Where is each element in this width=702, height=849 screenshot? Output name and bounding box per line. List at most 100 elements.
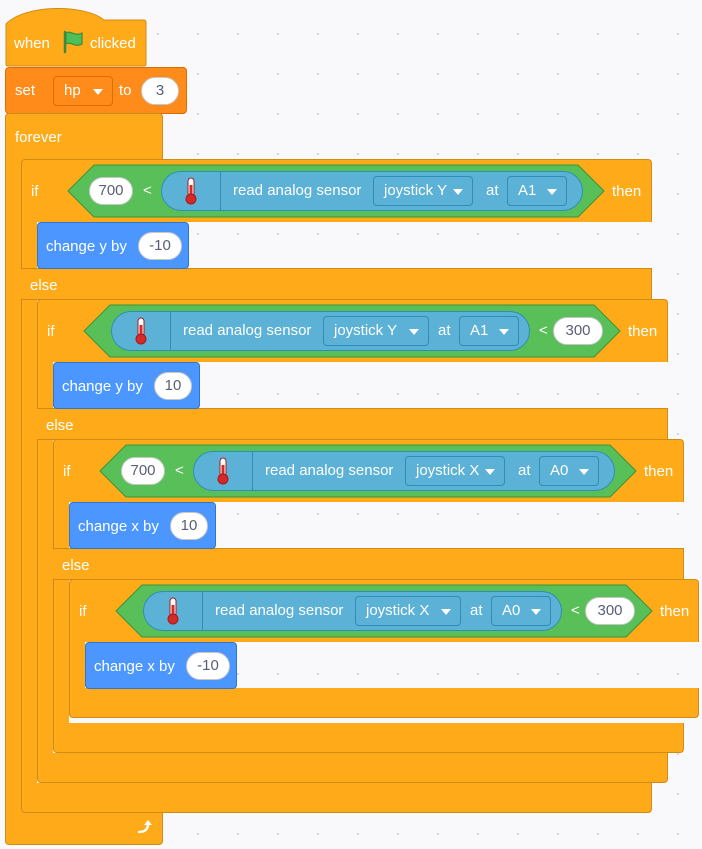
less-than-symbol: < xyxy=(571,602,580,619)
if-else-block-1-bottom[interactable] xyxy=(21,783,652,813)
else-label: else xyxy=(46,417,74,434)
if-else-block-1-arm xyxy=(21,221,37,784)
thermometer-icon xyxy=(194,452,253,490)
if-else-block-2-arm xyxy=(37,361,53,754)
then-label: then xyxy=(628,323,658,340)
sensor-dropdown[interactable]: joystick Y xyxy=(373,176,473,206)
if-label: if xyxy=(31,183,39,200)
sensor-dropdown[interactable]: joystick X xyxy=(355,596,461,626)
pin-dropdown[interactable]: A0 xyxy=(539,456,599,486)
change-x-label: change x by xyxy=(78,518,159,535)
if-else-block-2-else[interactable]: else xyxy=(37,408,668,440)
read-analog-sensor-block[interactable]: read analog sensor joystick X at A0 xyxy=(193,451,615,491)
loop-arrow-icon xyxy=(135,818,153,841)
then-label: then xyxy=(660,603,690,620)
thermometer-icon xyxy=(162,172,221,210)
forever-block-top[interactable]: forever xyxy=(5,113,163,160)
chevron-down-icon xyxy=(93,89,103,95)
change-x-label: change x by xyxy=(94,658,175,675)
read-analog-sensor-block[interactable]: read analog sensor joystick Y at A1 xyxy=(161,171,583,211)
sensor-name: joystick X xyxy=(416,462,480,479)
forever-block-arm xyxy=(5,159,22,817)
else-label: else xyxy=(30,277,58,294)
sensor-name: joystick Y xyxy=(384,182,448,199)
set-label: set xyxy=(15,82,36,99)
read-analog-sensor-block[interactable]: read analog sensor joystick Y at A1 xyxy=(111,311,530,351)
if-label: if xyxy=(63,463,71,480)
at-label: at xyxy=(518,462,531,479)
if-else-block-2-bottom[interactable] xyxy=(37,753,668,783)
left-operand-input[interactable]: 700 xyxy=(89,177,133,205)
chevron-down-icon xyxy=(409,329,419,335)
if-else-block-3-else[interactable]: else xyxy=(53,548,684,580)
chevron-down-icon xyxy=(579,469,589,475)
sensor-label: read analog sensor xyxy=(233,182,362,199)
if-else-block-3-arm xyxy=(53,501,69,724)
pin-name: A1 xyxy=(518,182,537,199)
pin-name: A1 xyxy=(470,322,489,339)
right-operand-input[interactable]: 300 xyxy=(585,597,635,625)
sensor-dropdown[interactable]: joystick X xyxy=(405,456,505,486)
set-value-input[interactable]: 3 xyxy=(141,77,179,105)
chevron-down-icon xyxy=(499,329,509,335)
chevron-down-icon xyxy=(453,189,463,195)
pin-dropdown[interactable]: A1 xyxy=(459,316,519,346)
sensor-dropdown[interactable]: joystick Y xyxy=(323,316,429,346)
if-block-4-bottom[interactable] xyxy=(69,688,699,718)
if-label: if xyxy=(47,323,55,340)
change-y-label: change y by xyxy=(62,378,143,395)
then-label: then xyxy=(612,183,642,200)
forever-label: forever xyxy=(15,129,62,146)
change-y-block-2[interactable]: change y by 10 xyxy=(53,362,200,409)
green-flag-icon xyxy=(62,30,84,59)
at-label: at xyxy=(438,322,451,339)
change-y-block-1[interactable]: change y by -10 xyxy=(37,222,189,269)
variable-dropdown[interactable]: hp xyxy=(53,76,113,106)
less-than-symbol: < xyxy=(143,182,152,199)
thermometer-icon xyxy=(112,312,171,350)
change-x-block-1[interactable]: change x by 10 xyxy=(69,502,216,549)
right-operand-input[interactable]: 300 xyxy=(553,317,603,345)
less-than-symbol: < xyxy=(175,462,184,479)
sensor-name: joystick Y xyxy=(334,322,398,339)
change-x-block-2[interactable]: change x by -10 xyxy=(85,642,237,689)
less-than-operator-2[interactable]: read analog sensor joystick Y at A1 < 30… xyxy=(83,304,621,358)
change-value-input[interactable]: 10 xyxy=(170,512,208,540)
less-than-operator-3[interactable]: 700 < read analog sensor joystick X at A… xyxy=(99,444,637,498)
change-y-label: change y by xyxy=(46,238,127,255)
if-else-block-1-else[interactable]: else xyxy=(21,268,652,300)
pin-name: A0 xyxy=(502,602,521,619)
forever-block-bottom[interactable] xyxy=(5,812,163,845)
when-flag-clicked-block[interactable]: when clicked xyxy=(5,0,147,70)
read-analog-sensor-block[interactable]: read analog sensor joystick X at A0 xyxy=(143,591,562,631)
sensor-name: joystick X xyxy=(366,602,430,619)
chevron-down-icon xyxy=(441,609,451,615)
set-variable-block[interactable]: set hp to 3 xyxy=(5,67,187,114)
if-block-4-arm xyxy=(69,641,85,691)
at-label: at xyxy=(486,182,499,199)
when-label: when xyxy=(14,35,50,52)
sensor-label: read analog sensor xyxy=(215,602,344,619)
variable-name: hp xyxy=(64,82,81,99)
chevron-down-icon xyxy=(485,469,495,475)
change-value-input[interactable]: -10 xyxy=(186,652,230,680)
to-label: to xyxy=(119,82,132,99)
less-than-operator-4[interactable]: read analog sensor joystick X at A0 < 30… xyxy=(115,584,653,638)
change-value-input[interactable]: -10 xyxy=(138,232,182,260)
less-than-operator-1[interactable]: 700 < read analog sensor joystick Y at A… xyxy=(67,164,605,218)
then-label: then xyxy=(644,463,674,480)
if-else-block-3-bottom[interactable] xyxy=(53,723,684,753)
if-label: if xyxy=(79,603,87,620)
sensor-label: read analog sensor xyxy=(265,462,394,479)
less-than-symbol: < xyxy=(539,322,548,339)
pin-name: A0 xyxy=(550,462,569,479)
change-value-input[interactable]: 10 xyxy=(154,372,192,400)
left-operand-input[interactable]: 700 xyxy=(121,457,165,485)
else-label: else xyxy=(62,557,90,574)
thermometer-icon xyxy=(144,592,203,630)
pin-dropdown[interactable]: A0 xyxy=(491,596,551,626)
pin-dropdown[interactable]: A1 xyxy=(507,176,567,206)
at-label: at xyxy=(470,602,483,619)
sensor-label: read analog sensor xyxy=(183,322,312,339)
chevron-down-icon xyxy=(531,609,541,615)
